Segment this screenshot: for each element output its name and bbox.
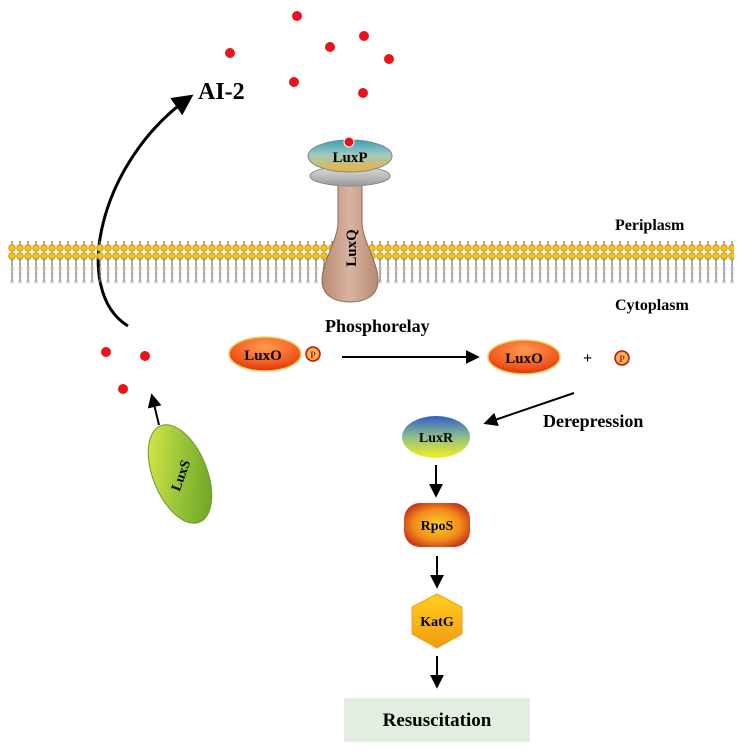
- rpos-protein: RpoS: [404, 503, 470, 547]
- plus-sign: +: [583, 350, 592, 367]
- luxp-label: LuxP: [332, 150, 367, 166]
- phosphate-icon: [305, 346, 321, 362]
- phosphate-icon: [614, 350, 630, 366]
- luxs-enzyme: LuxS: [147, 424, 213, 524]
- luxp-protein: LuxP: [307, 136, 393, 173]
- luxq-label: LuxQ: [344, 229, 360, 267]
- katg-label: KatG: [420, 615, 454, 630]
- free-phosphate: P: [614, 350, 630, 366]
- luxo-shape: [487, 339, 561, 375]
- luxq-receptor: LuxQ: [309, 165, 391, 303]
- signal-dot: [118, 384, 128, 394]
- resuscitation-box: Resuscitation: [344, 698, 530, 742]
- signal-dot: [359, 31, 369, 41]
- phosphate-symbol: P: [619, 354, 625, 364]
- periplasm-label: Periplasm: [615, 217, 685, 234]
- phosphorelay-label: Phosphorelay: [325, 316, 430, 336]
- luxr-label: LuxR: [419, 431, 454, 446]
- katg-protein: KatG: [411, 593, 463, 649]
- luxo-label: LuxO: [244, 348, 282, 364]
- signal-dot: [101, 347, 111, 357]
- signal-dot: [325, 42, 335, 52]
- rpos-shape: [404, 503, 470, 547]
- signal-dot: [292, 11, 302, 21]
- ai2-label: AI-2: [198, 79, 245, 105]
- luxs-to-ai2-arrow: [147, 393, 162, 426]
- luxo-phosphorylated: LuxO P: [228, 336, 321, 372]
- luxo-dephosphorylated: LuxO: [487, 339, 561, 375]
- synthesized-ai2: [101, 347, 150, 394]
- phosphate-symbol: P: [310, 350, 316, 360]
- ai2-signal-molecules: [225, 11, 394, 98]
- signal-dot: [384, 54, 394, 64]
- luxr-protein: LuxR: [402, 416, 470, 458]
- cytoplasm-label: Cytoplasm: [615, 297, 689, 314]
- luxq-body: [321, 175, 379, 303]
- resuscitation-bg: [344, 698, 530, 742]
- derepression-arrow: [483, 392, 575, 427]
- signal-dot: [140, 351, 150, 361]
- export-arrow: [96, 94, 194, 328]
- luxr-shape: [402, 416, 470, 458]
- rpos-label: RpoS: [421, 519, 454, 534]
- signal-dot: [225, 48, 235, 58]
- signal-dot: [289, 77, 299, 87]
- derepression-label: Derepression: [543, 411, 643, 431]
- luxo-shape: [228, 336, 302, 372]
- luxs-shape: [147, 424, 213, 524]
- resuscitation-label: Resuscitation: [383, 710, 492, 731]
- luxo-label: LuxO: [505, 351, 543, 367]
- bound-ai2-dot: [343, 136, 355, 148]
- katg-shape: [411, 593, 463, 649]
- signal-dot: [358, 88, 368, 98]
